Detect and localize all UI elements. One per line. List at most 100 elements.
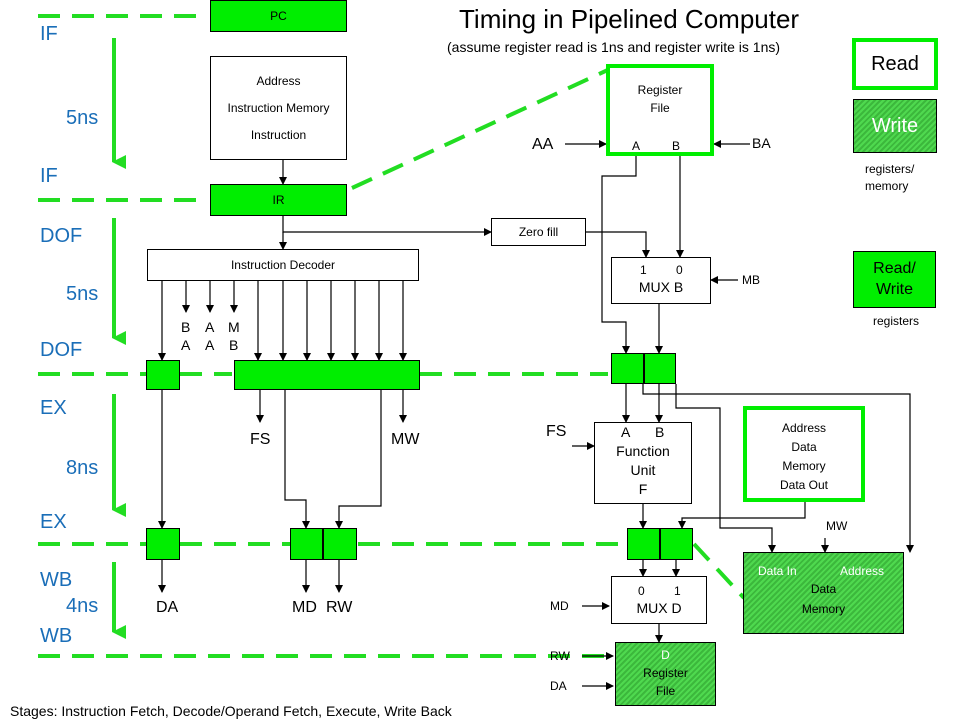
legend-write-note-1: registers/ — [865, 162, 915, 176]
stage-label-wb-top: WB — [40, 569, 73, 591]
decoder-label: Instruction Decoder — [230, 258, 336, 272]
mux-d: 0 1 MUX D — [611, 576, 707, 624]
pc-label: PC — [270, 9, 287, 23]
legend-read: Read — [852, 38, 938, 90]
fu-label-1: Function — [616, 443, 670, 459]
muxb-input-1: 1 — [640, 263, 647, 277]
stage-label-ex-top: EX — [40, 397, 67, 419]
pc-register: PC — [210, 0, 347, 32]
signal-fs-right: FS — [546, 423, 567, 440]
dmem-data-label: Data — [791, 440, 817, 454]
ir-label: IR — [272, 193, 285, 207]
time-label-wb: 4ns — [66, 595, 99, 617]
signal-mb: MB — [742, 273, 760, 287]
legend-readwrite-label-1: Read/ — [873, 259, 916, 277]
footer-stages: Stages: Instruction Fetch, Decode/Operan… — [10, 703, 452, 719]
signal-mw-right: MW — [826, 519, 848, 533]
pipe-reg-dataout-ex — [660, 528, 693, 560]
regfile-label-2: File — [650, 101, 670, 115]
legend-readwrite-label-2: Write — [875, 280, 914, 298]
dmem2-address-label: Address — [840, 564, 885, 578]
fu-input-a: A — [621, 424, 631, 440]
legend-write-label: Write — [871, 114, 919, 137]
imem-instruction-label: Instruction — [250, 128, 307, 143]
imem-address-label: Address — [256, 73, 301, 88]
dmem-memory-label: Memory — [782, 459, 826, 473]
decoder-field-a-bottom: A — [181, 337, 191, 353]
signal-ba: BA — [752, 135, 771, 151]
pipe-reg-bus-a — [611, 353, 644, 384]
legend-read-label: Read — [871, 52, 919, 75]
diagram-title: Timing in Pipelined Computer — [459, 4, 800, 34]
muxb-label: MUX B — [638, 279, 684, 295]
time-label-dof: 5ns — [66, 283, 99, 305]
dreg-label-1: Register — [643, 666, 688, 680]
register-file-write: D Register File — [615, 642, 716, 706]
dmem2-data-label: Data — [810, 582, 837, 596]
signal-rw: RW — [326, 599, 353, 616]
muxb-input-0: 0 — [676, 263, 683, 277]
pipe-reg-rw-ex — [323, 528, 357, 560]
decoder-field-a-bottom-2: A — [205, 337, 215, 353]
pipe-reg-da-ex — [146, 528, 180, 560]
signal-fs-left: FS — [250, 431, 271, 448]
zero-fill-label: Zero fill — [518, 225, 559, 239]
signal-da: DA — [156, 599, 179, 616]
stage-label-dof-top: DOF — [40, 225, 83, 247]
data-memory-read: Address Data Memory Data Out — [743, 406, 865, 502]
zero-fill: Zero fill — [491, 218, 586, 246]
function-unit: A B Function Unit F — [594, 422, 692, 504]
instruction-memory: Address Instruction Memory Instruction — [210, 56, 347, 160]
decoder-field-b-bottom: B — [229, 337, 239, 353]
instruction-register: IR — [210, 184, 347, 216]
legend-read-write: Read/ Write — [853, 251, 936, 308]
legend-readwrite-note: registers — [873, 314, 920, 328]
instruction-decoder: Instruction Decoder — [147, 249, 419, 281]
time-label-ex: 8ns — [66, 457, 99, 479]
legend-write: Write — [853, 99, 937, 153]
signal-rw-right: RW — [550, 649, 570, 663]
muxd-input-1: 1 — [674, 584, 681, 598]
signal-md-right: MD — [550, 599, 569, 613]
regfile-port-a: A — [632, 139, 641, 153]
stage-label-dof-bottom: DOF — [40, 339, 83, 361]
muxd-input-0: 0 — [638, 584, 645, 598]
time-label-if: 5ns — [66, 107, 99, 129]
decoder-field-a-top: A — [205, 319, 215, 335]
decoder-field-b: B — [181, 319, 191, 335]
dreg-label-2: File — [655, 684, 676, 698]
pipe-reg-control-dof — [234, 360, 420, 390]
pipe-reg-f-ex — [627, 528, 660, 560]
diagram-subtitle: (assume register read is 1ns and registe… — [447, 39, 781, 55]
stage-label-if-top: IF — [40, 23, 58, 45]
stage-label-if-bottom: IF — [40, 165, 58, 187]
legend-write-note-2: memory — [865, 179, 909, 193]
stage-label-wb-bottom: WB — [40, 625, 73, 647]
stage-label-ex-bottom: EX — [40, 511, 67, 533]
pipe-reg-md-ex — [290, 528, 323, 560]
dmem2-datain-label: Data In — [758, 564, 797, 578]
signal-da-right: DA — [550, 679, 567, 693]
fu-input-b: B — [655, 424, 665, 440]
data-memory-write: Data In Address Data Memory — [743, 552, 904, 634]
decoder-field-m: M — [228, 319, 240, 335]
pipeline-boundaries — [38, 14, 746, 658]
dreg-d-label: D — [661, 648, 670, 662]
mux-b: 1 0 MUX B — [611, 257, 711, 304]
fu-label-3: F — [638, 481, 648, 497]
imem-name-label: Instruction Memory — [227, 100, 330, 115]
pipe-reg-da-dof — [146, 360, 180, 390]
signal-aa: AA — [532, 136, 554, 153]
pipe-reg-bus-b — [644, 353, 676, 384]
regfile-label-1: Register — [637, 83, 683, 97]
muxd-label: MUX D — [636, 600, 682, 616]
data-wires — [158, 140, 914, 690]
signal-md: MD — [292, 599, 317, 616]
dmem-address-label: Address — [781, 421, 827, 435]
signal-mw-left: MW — [391, 431, 420, 448]
dmem2-memory-label: Memory — [801, 602, 846, 616]
regfile-port-b: B — [672, 139, 681, 153]
register-file-read: Register File A B — [606, 64, 714, 156]
